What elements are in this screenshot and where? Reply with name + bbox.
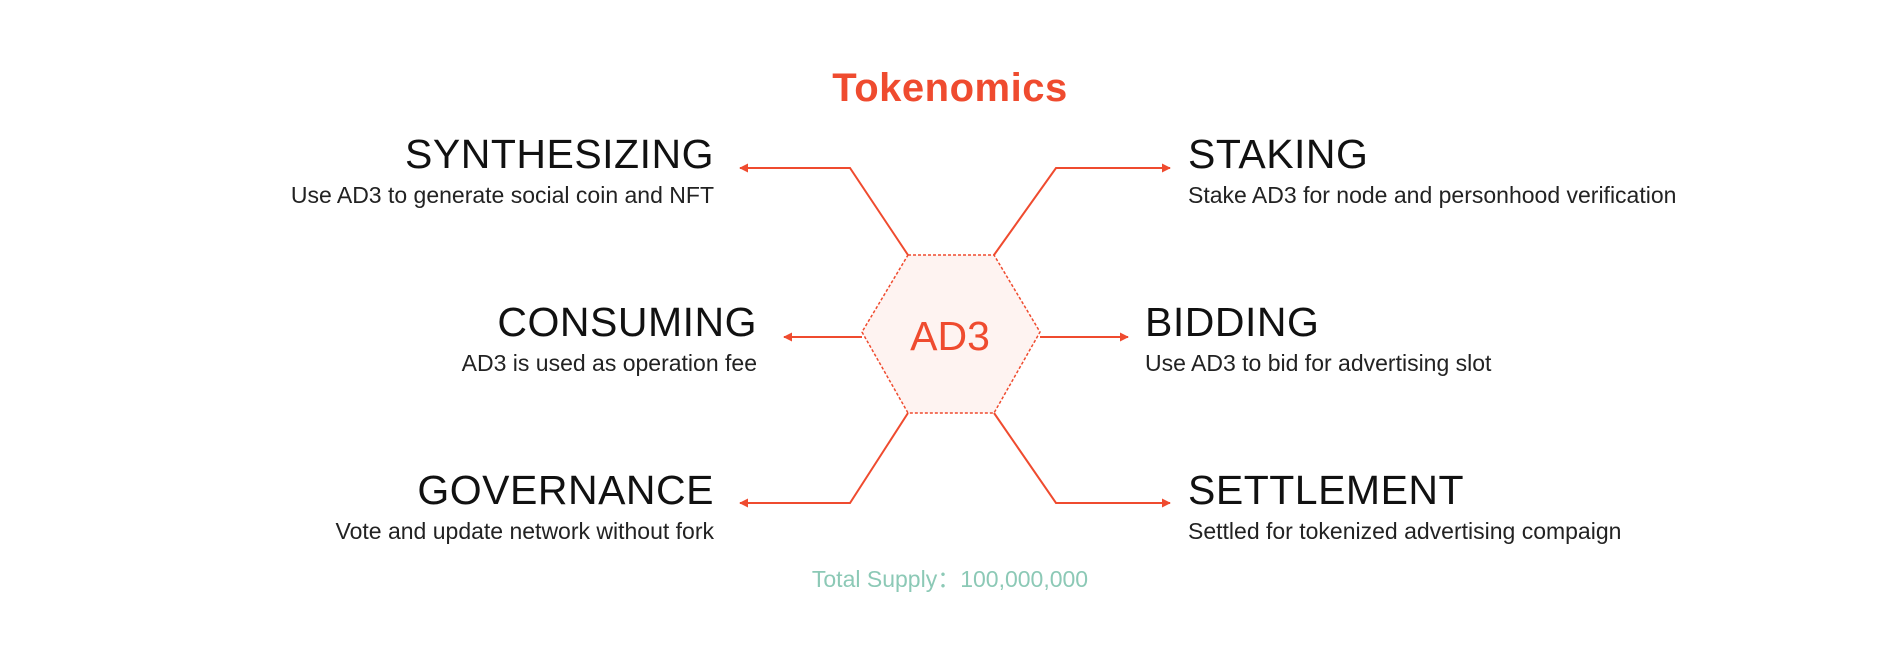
use-heading: STAKING bbox=[1188, 131, 1369, 177]
use-settlement: SETTLEMENT Settled for tokenized adverti… bbox=[1188, 466, 1621, 546]
use-heading: GOVERNANCE bbox=[417, 467, 714, 513]
use-heading: SYNTHESIZING bbox=[405, 131, 714, 177]
use-staking: STAKING Stake AD3 for node and personhoo… bbox=[1188, 130, 1676, 210]
connector-settlement bbox=[993, 412, 1171, 508]
use-heading: SETTLEMENT bbox=[1188, 467, 1465, 513]
use-description: AD3 is used as operation fee bbox=[461, 350, 757, 376]
connector-synthesizing bbox=[739, 163, 909, 256]
use-governance: GOVERNANCE Vote and update network witho… bbox=[336, 466, 714, 546]
use-heading: CONSUMING bbox=[497, 299, 757, 345]
use-consuming: CONSUMING AD3 is used as operation fee bbox=[462, 298, 757, 378]
use-description: Settled for tokenized advertising compai… bbox=[1188, 518, 1622, 544]
connector-staking bbox=[993, 163, 1171, 256]
center-token-label: AD3 bbox=[910, 313, 990, 359]
use-description: Vote and update network without fork bbox=[335, 518, 714, 544]
diagram-title: Tokenomics bbox=[832, 66, 1068, 110]
use-heading: BIDDING bbox=[1145, 299, 1320, 345]
use-bidding: BIDDING Use AD3 to bid for advertising s… bbox=[1145, 298, 1491, 378]
use-description: Use AD3 to generate social coin and NFT bbox=[290, 182, 714, 208]
connector-governance bbox=[739, 412, 909, 508]
total-supply: Total Supply：100,000,000 bbox=[811, 566, 1089, 592]
use-description: Stake AD3 for node and personhood verifi… bbox=[1188, 182, 1677, 208]
use-synthesizing: SYNTHESIZING Use AD3 to generate social … bbox=[291, 130, 714, 210]
use-description: Use AD3 to bid for advertising slot bbox=[1145, 350, 1492, 376]
